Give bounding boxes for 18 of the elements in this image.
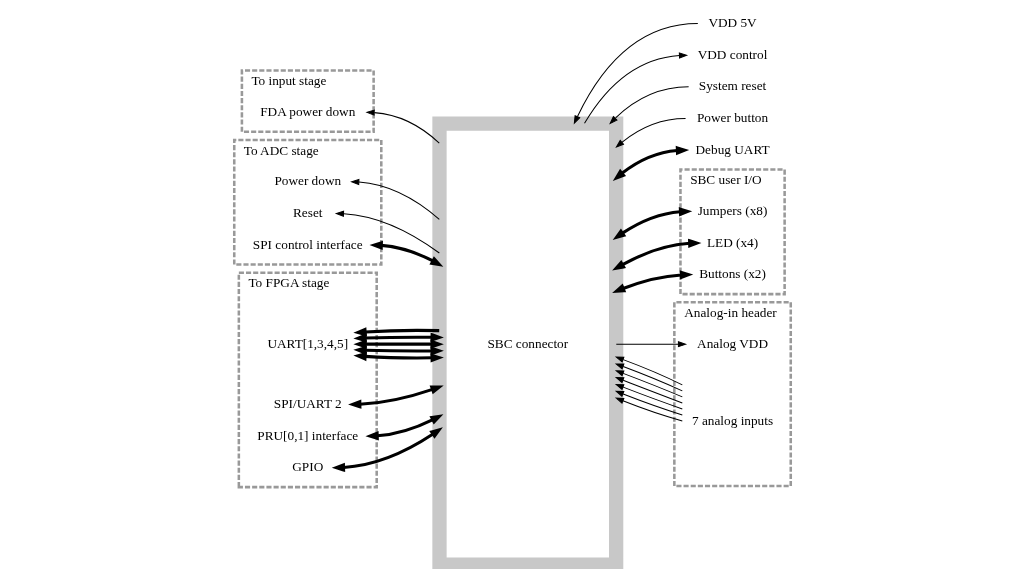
node-text: Buttons (x2)	[699, 266, 766, 282]
node-text: LED (x4)	[706, 234, 759, 250]
node-text: PRU[0,1] interface	[257, 427, 359, 443]
node-text: VDD control	[697, 46, 768, 62]
node-text: VDD 5V	[708, 15, 757, 30]
node-text: Power button	[696, 109, 769, 125]
node-text: SPI control interface	[252, 236, 363, 252]
node-text: Analog VDD	[697, 335, 768, 351]
node-text: Debug UART	[695, 141, 770, 157]
node-text: Power down	[274, 173, 342, 189]
node-text: FDA power down	[260, 103, 356, 119]
node-text: SPI/UART 2	[273, 395, 342, 411]
node-text: 7 analog inputs	[692, 413, 774, 429]
node-text: GPIO	[292, 459, 324, 475]
node-text: Jumpers (x8)	[697, 202, 768, 218]
node-text: System reset	[698, 78, 767, 94]
node-text: Reset	[293, 204, 323, 220]
node-text: UART[1,3,4,5]	[267, 335, 349, 351]
